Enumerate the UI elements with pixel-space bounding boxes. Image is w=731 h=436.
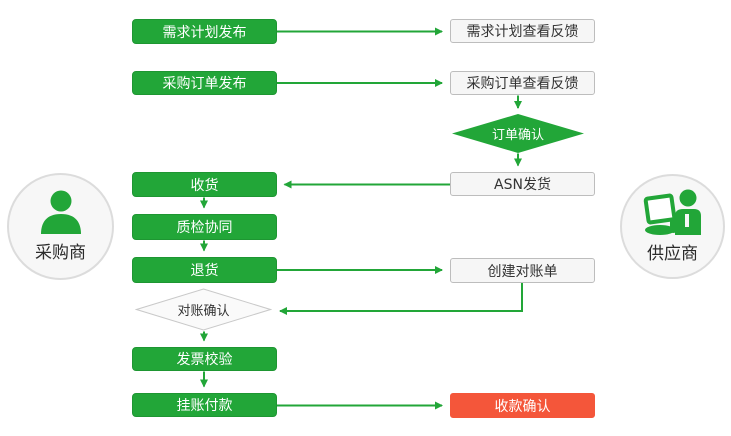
node-po-publish: 采购订单发布 [132, 71, 277, 95]
user-silhouette-icon [40, 190, 81, 234]
node-quality-check-label: 质检协同 [176, 220, 233, 236]
node-receipt-confirm-label: 收款确认 [494, 398, 551, 415]
node-create-statement: 创建对账单 [450, 258, 595, 283]
node-statement-confirm: 对账确认 [135, 288, 272, 331]
actor-buyer: 采购商 [7, 173, 114, 280]
node-invoice-check: 发票校验 [132, 347, 277, 371]
node-order-confirm: 订单确认 [452, 114, 584, 153]
node-statement-confirm-label: 对账确认 [177, 304, 230, 319]
node-invoice-check-label: 发票校验 [176, 352, 233, 368]
actor-supplier: 供应商 [620, 174, 725, 279]
actor-supplier-label: 供应商 [647, 244, 698, 264]
actor-buyer-label: 采购商 [35, 243, 86, 263]
node-po-publish-label: 采购订单发布 [162, 76, 247, 92]
node-create-statement-label: 创建对账单 [487, 263, 558, 280]
node-return-goods-label: 退货 [190, 263, 219, 279]
node-quality-check: 质检协同 [132, 214, 277, 240]
node-asn-ship: ASN发货 [450, 172, 595, 196]
node-demand-publish-label: 需求计划发布 [162, 24, 247, 41]
node-order-confirm-label: 订单确认 [491, 128, 544, 143]
node-asn-ship-label: ASN发货 [494, 177, 551, 193]
node-demand-feedback: 需求计划查看反馈 [450, 19, 595, 43]
user-with-laptop-icon [643, 189, 701, 235]
node-account-payment: 挂账付款 [132, 393, 277, 417]
node-demand-publish: 需求计划发布 [132, 19, 277, 44]
node-demand-feedback-label: 需求计划查看反馈 [466, 24, 579, 40]
node-po-feedback-label: 采购订单查看反馈 [466, 76, 579, 92]
node-receive: 收货 [132, 172, 277, 197]
node-po-feedback: 采购订单查看反馈 [450, 71, 595, 95]
node-receipt-confirm: 收款确认 [450, 393, 595, 418]
node-receive-label: 收货 [190, 177, 219, 194]
arrow-create-statement-to-statement-confirm [279, 283, 523, 315]
node-return-goods: 退货 [132, 257, 277, 283]
node-account-payment-label: 挂账付款 [176, 398, 233, 414]
